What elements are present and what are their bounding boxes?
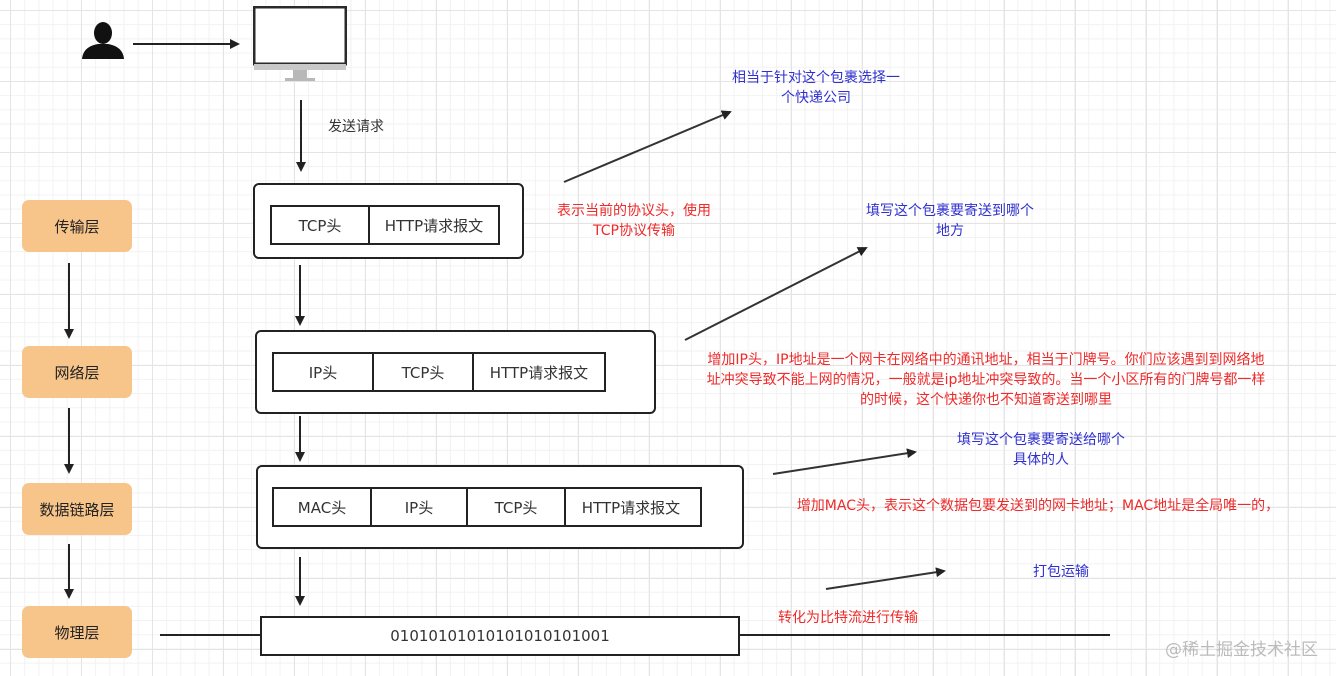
- cell-mac-header: MAC头: [274, 489, 372, 525]
- layer-label: 传输层: [54, 217, 100, 236]
- cell-ip-header: IP头: [372, 489, 468, 525]
- monitor-icon: [252, 5, 348, 86]
- layer-datalink: 数据链路层: [22, 483, 132, 535]
- arrow-network-note: [684, 247, 868, 341]
- layer-label: 网络层: [54, 363, 100, 382]
- arrow-physical-note: [825, 567, 946, 590]
- cell-tcp-header: TCP头: [374, 354, 474, 390]
- note-transport-blue: 相当于针对这个包裹选择一 个快递公司: [732, 70, 900, 106]
- cell-tcp-header: TCP头: [272, 207, 370, 243]
- layer-label: 物理层: [54, 623, 100, 642]
- layer-label: 数据链路层: [39, 500, 115, 519]
- cell-ip-header: IP头: [274, 354, 374, 390]
- arrow-transport-note: [563, 110, 732, 183]
- watermark: @稀土掘金技术社区: [1165, 640, 1318, 660]
- cell-tcp-header: TCP头: [468, 489, 566, 525]
- cell-http-message: HTTP请求报文: [384, 216, 484, 235]
- packet-transport-cells: TCP头 HTTP请求报文: [270, 205, 500, 245]
- layer-network: 网络层: [22, 346, 132, 398]
- note-physical-red: 转化为比特流进行传输: [778, 610, 918, 626]
- cell-http-message: HTTP请求报文: [489, 363, 589, 382]
- bitstream-box: 01010101010101010101001: [260, 616, 740, 656]
- note-datalink-blue: 填写这个包裹要寄送给哪个 具体的人: [957, 432, 1125, 468]
- note-datalink-red: 增加MAC头，表示这个数据包要发送到的网卡地址；MAC地址是全局唯一的，: [796, 498, 1280, 514]
- note-physical-blue: 打包运输: [1033, 564, 1089, 580]
- packet-datalink-cells: MAC头 IP头 TCP头 HTTP请求报文: [272, 487, 702, 527]
- arrow-datalink-note: [772, 448, 917, 475]
- send-request-label: 发送请求: [328, 119, 384, 135]
- packet-network-cells: IP头 TCP头 HTTP请求报文: [272, 352, 606, 392]
- note-transport-red: 表示当前的协议头，使用 TCP协议传输: [557, 203, 711, 239]
- cell-http-message: HTTP请求报文: [581, 498, 681, 517]
- layer-transport: 传输层: [22, 200, 132, 252]
- layer-physical: 物理层: [22, 606, 132, 658]
- note-network-red: 增加IP头，IP地址是一个网卡在网络中的通讯地址，相当于门牌号。你们应该遇到到网…: [706, 352, 1266, 408]
- user-icon: [80, 20, 126, 60]
- note-network-blue: 填写这个包裹要寄送到哪个 地方: [866, 203, 1034, 239]
- bitstream-value: 01010101010101010101001: [390, 627, 610, 645]
